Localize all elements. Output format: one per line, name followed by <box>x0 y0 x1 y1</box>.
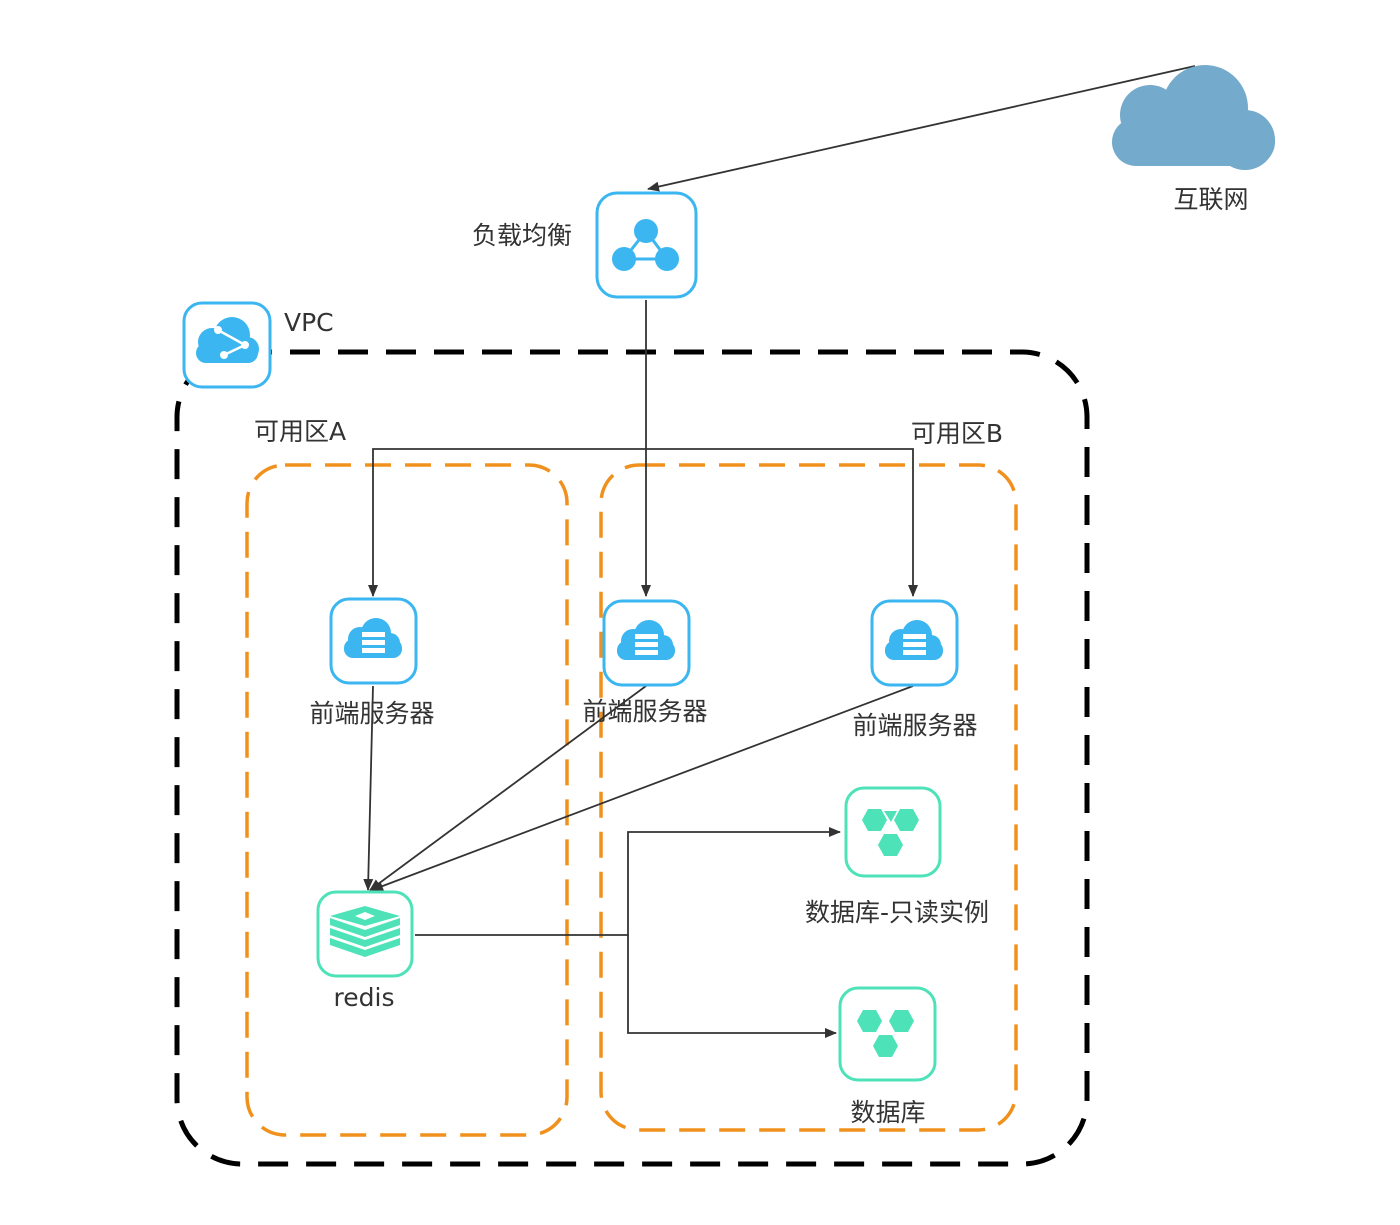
cloud-icon <box>1112 65 1275 170</box>
arrow-server-2-to-redis <box>369 685 647 891</box>
connectors <box>363 65 1196 1038</box>
arrow-server-3-to-redis <box>371 685 914 891</box>
arrow-lb-to-server-3 <box>646 448 918 597</box>
internet-node: 互联网 <box>1112 65 1275 214</box>
database-icon <box>862 809 919 856</box>
load-balancer-icon <box>612 219 679 271</box>
server-label-3: 前端服务器 <box>852 711 977 740</box>
server-cloud-icon <box>344 618 402 658</box>
arrow-internet-to-lb <box>647 65 1196 192</box>
server-label-1: 前端服务器 <box>309 699 434 728</box>
server-cloud-icon <box>885 620 943 660</box>
load-balancer-label: 负载均衡 <box>472 221 572 250</box>
server-node-1[interactable]: 前端服务器 <box>309 597 435 728</box>
arrow-redis-to-db-readonly <box>415 827 841 936</box>
vpc-node: VPC <box>182 301 334 389</box>
database-readonly-node[interactable]: 数据库-只读实例 <box>805 786 989 927</box>
vpc-boundary <box>174 349 1090 1167</box>
arrow-server-1-to-redis <box>363 685 374 891</box>
zone-a-boundary <box>245 463 569 1137</box>
server-node-2[interactable]: 前端服务器 <box>582 599 708 726</box>
server-node-3[interactable]: 前端服务器 <box>852 599 978 740</box>
arrow-lb-to-server-1 <box>368 448 646 597</box>
server-label-2: 前端服务器 <box>582 697 707 726</box>
database-node[interactable]: 数据库 <box>838 986 937 1127</box>
server-cloud-icon <box>617 620 675 660</box>
database-icon <box>857 1010 914 1057</box>
zone-b-boundary <box>599 463 1018 1132</box>
internet-label: 互联网 <box>1173 185 1248 214</box>
vpc-icon <box>196 317 259 363</box>
database-label: 数据库 <box>850 1098 925 1127</box>
vpc-label: VPC <box>284 308 334 337</box>
zone-a-label: 可用区A <box>254 417 346 446</box>
redis-icon <box>330 906 400 957</box>
load-balancer-node[interactable]: 负载均衡 <box>472 191 698 299</box>
database-readonly-label: 数据库-只读实例 <box>805 898 989 927</box>
redis-label: redis <box>334 983 395 1012</box>
arrow-redis-to-db <box>627 935 837 1038</box>
zone-b-label: 可用区B <box>911 419 1003 448</box>
redis-node[interactable]: redis <box>316 890 414 1012</box>
